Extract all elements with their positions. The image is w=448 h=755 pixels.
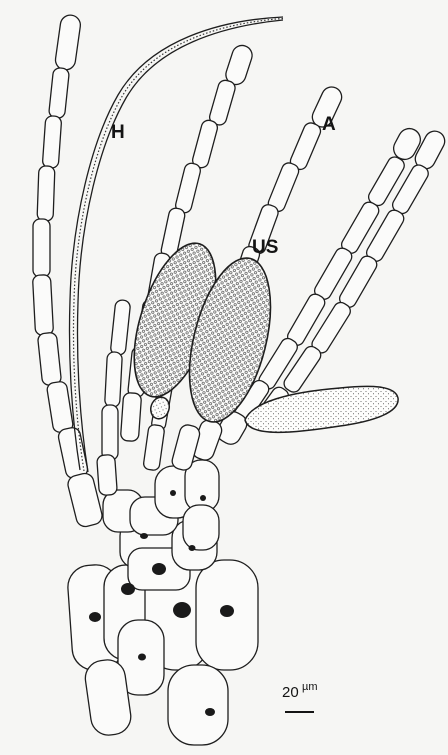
scale-bar: 20 µm xyxy=(282,681,318,712)
scale-bar-unit: µm xyxy=(302,681,318,693)
left-filament xyxy=(32,14,103,529)
scale-bar-value: 20 xyxy=(282,684,299,701)
label-unilocular-sporangium: US xyxy=(252,237,278,258)
label-assimilator: A xyxy=(322,114,336,135)
label-hair: H xyxy=(111,122,125,143)
